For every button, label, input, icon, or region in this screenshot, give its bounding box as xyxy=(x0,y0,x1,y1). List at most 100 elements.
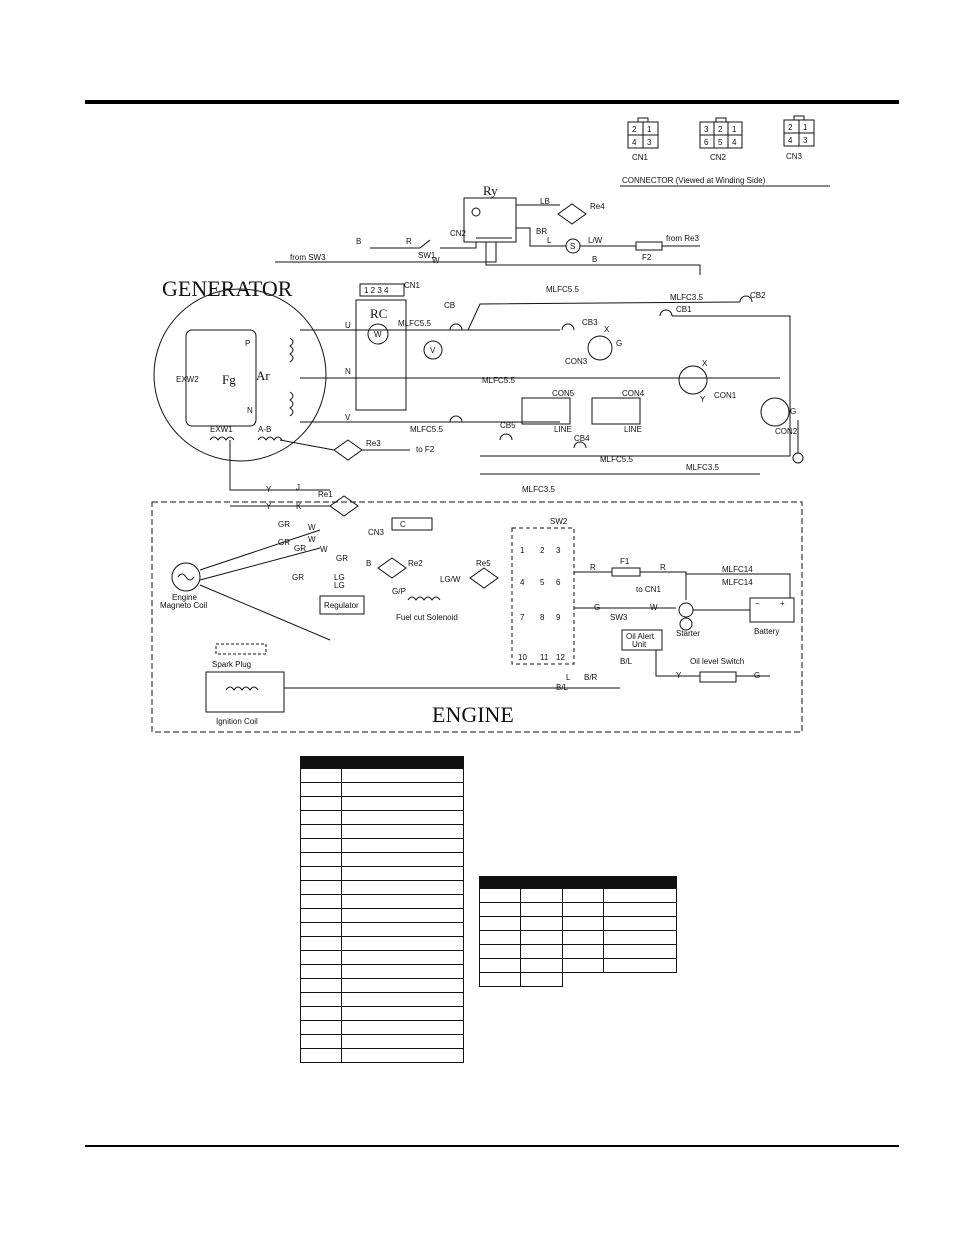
svg-text:LG/W: LG/W xyxy=(440,575,461,584)
svg-text:LINE: LINE xyxy=(554,425,572,434)
svg-text:CN3: CN3 xyxy=(368,528,385,537)
svg-text:10: 10 xyxy=(518,653,527,662)
svg-text:to CN1: to CN1 xyxy=(636,585,661,594)
svg-text:3: 3 xyxy=(647,138,652,147)
oil-level-switch xyxy=(699,671,737,683)
connector-cn1: 2 1 4 3 CN1 xyxy=(627,117,659,162)
svg-text:1: 1 xyxy=(647,125,652,134)
table-row xyxy=(300,936,464,951)
svg-text:Oil Alert: Oil Alert xyxy=(626,632,655,641)
generator-circle xyxy=(153,288,327,462)
table-row xyxy=(300,908,464,923)
svg-text:CN3: CN3 xyxy=(786,152,803,161)
generator-title: GENERATOR xyxy=(162,276,293,301)
con3-outlet xyxy=(587,335,613,361)
svg-text:11: 11 xyxy=(540,653,549,662)
svg-text:G: G xyxy=(790,407,796,416)
wire-table xyxy=(478,876,677,987)
re5-rectifier xyxy=(469,567,499,589)
table-row xyxy=(300,838,464,853)
table-row xyxy=(300,852,464,867)
svg-text:Ar: Ar xyxy=(256,368,270,383)
con4-outlet xyxy=(591,397,641,425)
ignition-coil xyxy=(205,671,285,713)
svg-text:N: N xyxy=(247,406,253,415)
svg-text:J: J xyxy=(296,483,300,492)
svg-text:F2: F2 xyxy=(642,253,652,262)
svg-text:3: 3 xyxy=(803,136,808,145)
component-table xyxy=(300,756,464,1063)
svg-text:R: R xyxy=(590,563,596,572)
svg-text:1 2 3 4: 1 2 3 4 xyxy=(364,286,389,295)
bottom-rule xyxy=(85,1145,899,1147)
starter-motor xyxy=(678,602,694,618)
con2-outlet xyxy=(760,397,790,427)
top-rule xyxy=(85,100,899,104)
table-row xyxy=(478,958,677,973)
svg-text:to F2: to F2 xyxy=(416,445,435,454)
svg-text:from Re3: from Re3 xyxy=(666,234,699,243)
svg-text:Re4: Re4 xyxy=(590,202,605,211)
svg-text:MLFC14: MLFC14 xyxy=(722,565,753,574)
svg-text:1: 1 xyxy=(803,123,808,132)
engine-title: ENGINE xyxy=(432,702,514,727)
svg-text:W: W xyxy=(308,535,316,544)
svg-text:from SW3: from SW3 xyxy=(290,253,326,262)
svg-text:MLFC5.5: MLFC5.5 xyxy=(410,425,443,434)
svg-text:F1: F1 xyxy=(620,557,630,566)
svg-text:CB5: CB5 xyxy=(500,421,516,430)
svg-text:GR: GR xyxy=(336,554,348,563)
svg-text:MLFC3.5: MLFC3.5 xyxy=(670,293,703,302)
svg-text:Oil level Switch: Oil level Switch xyxy=(690,657,744,666)
svg-text:Ignition Coil: Ignition Coil xyxy=(216,717,258,726)
table-row xyxy=(478,930,677,945)
svg-text:2: 2 xyxy=(632,125,637,134)
svg-text:9: 9 xyxy=(556,613,561,622)
svg-text:BR: BR xyxy=(536,227,547,236)
svg-text:U: U xyxy=(345,321,351,330)
ry-relay xyxy=(463,197,517,243)
svg-text:2: 2 xyxy=(788,123,793,132)
svg-text:Regulator: Regulator xyxy=(324,601,359,610)
svg-text:1: 1 xyxy=(520,546,525,555)
svg-text:CB1: CB1 xyxy=(676,305,692,314)
table-row xyxy=(300,992,464,1007)
table-row xyxy=(300,866,464,881)
fuel-cut-solenoid xyxy=(407,596,441,601)
svg-text:B: B xyxy=(366,559,371,568)
svg-text:P: P xyxy=(245,339,250,348)
svg-text:12: 12 xyxy=(556,653,565,662)
svg-text:LINE: LINE xyxy=(624,425,642,434)
cn3-block xyxy=(391,517,433,531)
svg-text:W: W xyxy=(320,545,328,554)
svg-text:S: S xyxy=(570,242,575,251)
svg-text:CB: CB xyxy=(444,301,455,310)
svg-text:CON2: CON2 xyxy=(775,427,798,436)
svg-text:W: W xyxy=(308,523,316,532)
svg-text:MLFC3.5: MLFC3.5 xyxy=(686,463,719,472)
svg-text:CON1: CON1 xyxy=(714,391,737,400)
svg-text:4: 4 xyxy=(788,136,793,145)
re4-rectifier xyxy=(557,203,587,225)
svg-text:R: R xyxy=(406,237,412,246)
table-row xyxy=(478,916,677,931)
svg-text:6: 6 xyxy=(704,138,709,147)
svg-text:CON5: CON5 xyxy=(552,389,575,398)
svg-text:CN1: CN1 xyxy=(632,153,649,162)
svg-text:V: V xyxy=(430,346,436,355)
svg-text:1: 1 xyxy=(732,125,737,134)
svg-text:3: 3 xyxy=(704,125,709,134)
svg-text:B/L: B/L xyxy=(620,657,633,666)
svg-text:X: X xyxy=(702,359,708,368)
table-row xyxy=(300,964,464,979)
table-row xyxy=(300,1020,464,1035)
wiring-diagram: 2 1 4 3 CN1 3 2 1 6 5 4 CN2 2 1 4 3 CN3 … xyxy=(151,115,830,733)
svg-text:MLFC14: MLFC14 xyxy=(722,578,753,587)
svg-text:Y: Y xyxy=(266,485,272,494)
connector-caption: CONNECTOR (Viewed at Winding Side) xyxy=(622,176,766,185)
table-row xyxy=(300,810,464,825)
svg-text:Unit: Unit xyxy=(632,640,647,649)
svg-text:LG: LG xyxy=(334,581,345,590)
svg-text:C: C xyxy=(400,520,406,529)
table-row xyxy=(478,944,677,959)
